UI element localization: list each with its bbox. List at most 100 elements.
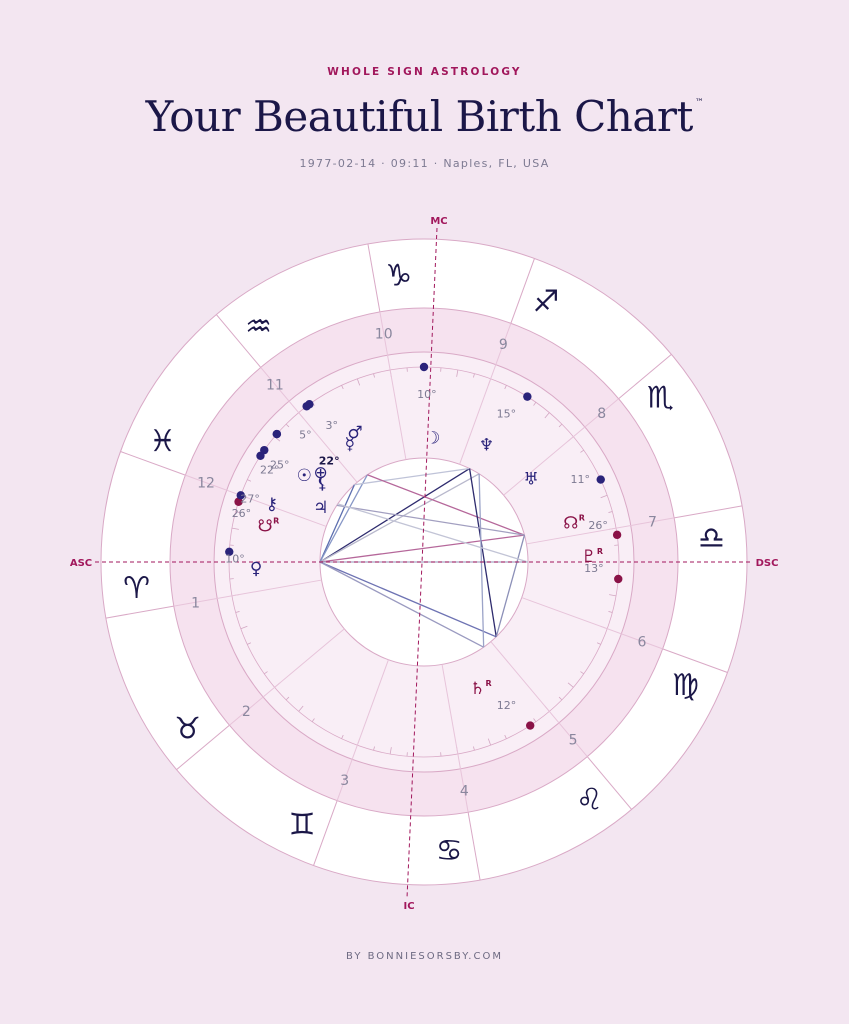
venus-glyph-icon: ♀ [250, 559, 262, 579]
aspect-line [337, 503, 529, 563]
house-number-5: 5 [569, 733, 578, 749]
chart-kicker: WHOLE SIGN ASTROLOGY [327, 66, 522, 78]
degree-tick [596, 642, 601, 645]
degree-tick [600, 494, 608, 499]
sign-divider [176, 724, 230, 771]
degree-tick [298, 705, 304, 712]
aspect-line [495, 534, 526, 637]
degree-tick [373, 746, 375, 751]
jupiter-glyph-icon: ♃ [313, 498, 328, 518]
scorpio-sign-icon: ♏ [647, 381, 674, 416]
house-number-10: 10 [375, 327, 393, 343]
uranus-position-dot [596, 475, 605, 484]
pluto-degree-label: 13° [584, 562, 604, 575]
north-node-degree-label: 26° [588, 519, 608, 532]
gemini-sign-icon: ♊ [289, 807, 316, 842]
lilith-degree-label: 22° [319, 454, 340, 467]
sign-divider [618, 353, 672, 400]
degree-tick [247, 642, 252, 645]
taurus-sign-icon: ♉ [174, 711, 201, 746]
trademark-mark: ™ [694, 98, 704, 108]
lilith-glyph-icon: ⚸ [316, 474, 328, 494]
aspect-line [319, 467, 470, 563]
capricorn-sign-icon: ♑ [385, 259, 412, 294]
leo-sign-icon: ♌ [576, 782, 603, 817]
degree-tick [235, 511, 240, 513]
degree-tick [264, 671, 268, 675]
planet-markers: ☉25°⊕22°☿5°♂3°☽10°♆15°♅11°☊R26°♇R13°♀10°… [225, 362, 623, 730]
uranus-glyph-icon: ♅ [524, 469, 539, 489]
mars-degree-label: 3° [325, 419, 338, 432]
aquarius-sign-icon: ♒ [245, 310, 272, 345]
neptune-glyph-icon: ♆ [479, 436, 494, 456]
house-number-6: 6 [638, 634, 647, 650]
sign-divider [510, 258, 535, 324]
degree-tick [456, 369, 459, 377]
mars-position-dot [305, 400, 314, 409]
degree-tick [580, 449, 584, 453]
degree-tick [558, 696, 563, 701]
south-node-position-dot [234, 497, 243, 506]
degree-tick [389, 747, 392, 755]
moon-position-dot [419, 362, 429, 372]
moon-degree-label: 10° [417, 388, 437, 401]
sign-divider [105, 605, 174, 619]
sun-glyph-icon: ☉ [297, 466, 312, 486]
house-number-12: 12 [197, 476, 215, 492]
aries-sign-icon: ♈ [123, 571, 150, 606]
sign-divider [120, 451, 186, 476]
degree-tick [285, 696, 290, 701]
house-number-3: 3 [340, 773, 349, 789]
degree-tick [240, 625, 248, 630]
south-node-retrograde-mark: R [273, 516, 279, 525]
degree-tick [608, 611, 613, 613]
aspect-line [478, 473, 485, 648]
sign-divider [467, 812, 481, 881]
degree-tick [285, 423, 290, 428]
house-number-1: 1 [191, 595, 200, 611]
house-divider [526, 517, 675, 545]
chart-lines [105, 243, 743, 881]
virgo-sign-icon: ♍ [672, 668, 699, 703]
venus-degree-label: 10° [225, 553, 245, 566]
earth-position-dot [256, 451, 265, 460]
sign-glyphs: ♈♉♊♋♌♍♎♏♐♑♒♓ [123, 259, 725, 869]
degree-tick [609, 594, 617, 597]
house-divider [441, 664, 469, 813]
degree-tick [580, 671, 584, 675]
degree-tick [487, 738, 492, 746]
neptune-degree-label: 15° [497, 407, 517, 420]
house-divider [379, 311, 407, 460]
title-text: Your Beautiful Birth Chart [145, 92, 694, 141]
pluto-glyph-icon: ♇ [581, 547, 596, 567]
moon-glyph-icon: ☽ [425, 428, 440, 448]
earth-glyph-icon: ⊕ [313, 463, 327, 483]
birth-chart-wheel: MC IC ASC DSC ♈♉♊♋♌♍♎♏♐♑♒♓ 1234567891011… [70, 216, 779, 912]
aspect-line [367, 474, 525, 536]
house-number-4: 4 [460, 783, 469, 799]
house-number-2: 2 [242, 704, 251, 720]
degree-tick [533, 718, 537, 722]
venus-position-dot [225, 547, 234, 556]
aspect-line [468, 468, 497, 637]
saturn-retrograde-mark: R [485, 679, 491, 688]
degree-tick [341, 385, 344, 390]
ic-label: IC [403, 901, 414, 912]
degree-tick [356, 378, 361, 386]
pluto-retrograde-mark: R [597, 547, 603, 556]
house-divider [336, 659, 389, 801]
mercury-glyph-icon: ☿ [345, 434, 355, 454]
aspect-line [319, 561, 484, 648]
aspect-line [336, 504, 525, 536]
north-node-retrograde-mark: R [579, 514, 585, 523]
degree-tick [373, 373, 375, 378]
degree-tick [533, 402, 537, 406]
asc-label: ASC [70, 558, 92, 569]
degree-tick [473, 746, 475, 751]
house-divider [185, 474, 327, 527]
house-divider [521, 597, 663, 650]
sign-divider [367, 243, 381, 312]
chart-axes: MC IC ASC DSC [70, 216, 779, 912]
degree-tick [235, 611, 240, 613]
